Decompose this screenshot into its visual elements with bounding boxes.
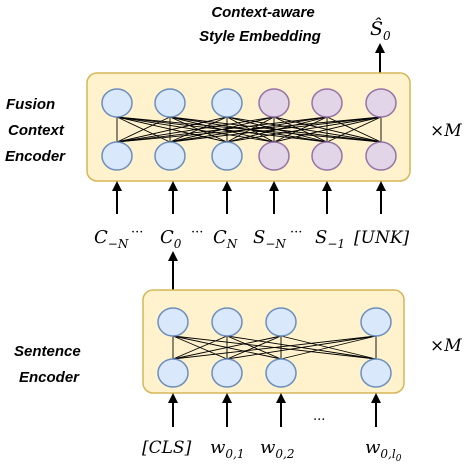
ellipsis-2: ···	[191, 225, 203, 240]
fusion-edge	[326, 116, 382, 143]
style-node-bottom	[365, 141, 397, 171]
fusion-edge	[116, 116, 228, 143]
sentence-encoder-box	[142, 289, 405, 394]
fusion-repeat-label: ×M	[430, 121, 462, 141]
fusion-edge	[273, 116, 382, 143]
sentence-edge	[172, 335, 228, 360]
context-node-bottom	[101, 141, 133, 171]
sentence-input-arrows	[168, 393, 381, 427]
style-node-bottom	[311, 141, 343, 171]
style-node-bottom	[258, 141, 290, 171]
input-c-minus-n: C−N	[94, 227, 129, 251]
input-cls: [CLS]	[142, 438, 192, 458]
fusion-attention-edges	[116, 116, 382, 143]
fusion-title-line1: Fusion	[6, 96, 55, 113]
style-node-top	[258, 88, 290, 118]
sentence-attention-edges	[172, 335, 377, 360]
ellipsis-4: ...	[313, 409, 325, 424]
sentence-edge	[172, 335, 282, 360]
sentence-edge	[172, 335, 377, 360]
context-node-top	[101, 88, 133, 118]
token-node-top	[360, 307, 392, 337]
fusion-edge	[273, 116, 328, 143]
fusion-edge	[226, 116, 382, 143]
token-node-top	[157, 307, 189, 337]
context-node-bottom	[154, 141, 186, 171]
input-w01: w0,1	[210, 437, 245, 461]
fusion-edge	[116, 116, 275, 143]
input-w0l0: w0,l0	[365, 437, 402, 464]
sentence-title-line2: Encoder	[19, 369, 80, 386]
input-c-zero: C0	[160, 227, 182, 251]
fusion-nodes	[101, 88, 397, 171]
fusion-title-line3: Encoder	[5, 148, 66, 165]
fusion-encoder-box	[86, 72, 411, 182]
style-node-top	[365, 88, 397, 118]
sentence-edge	[226, 335, 377, 360]
output-label-line1: Context-aware	[211, 4, 314, 21]
token-node-top	[211, 307, 243, 337]
token-node-bottom	[211, 358, 243, 388]
fusion-edge	[169, 116, 228, 143]
context-node-bottom	[211, 141, 243, 171]
fusion-edge	[116, 116, 382, 143]
fusion-edge	[169, 116, 382, 143]
input-c-n: CN	[213, 227, 238, 251]
fusion-input-arrows	[112, 181, 386, 214]
token-node-top	[265, 307, 297, 337]
token-node-bottom	[265, 358, 297, 388]
context-node-top	[154, 88, 186, 118]
style-node-top	[311, 88, 343, 118]
ellipsis-3: ···	[290, 225, 302, 240]
fusion-edge	[116, 116, 171, 143]
output-label-line2: Style Embedding	[199, 28, 321, 45]
fusion-edge	[116, 116, 328, 143]
input-unk: [UNK]	[354, 228, 410, 248]
fusion-title-line2: Context	[8, 122, 65, 139]
sentence-nodes	[157, 307, 392, 388]
input-w02: w0,2	[260, 437, 295, 461]
output-symbol: Ŝ0	[370, 17, 391, 43]
sentence-edge	[226, 335, 282, 360]
context-node-top	[211, 88, 243, 118]
token-node-bottom	[360, 358, 392, 388]
token-node-bottom	[157, 358, 189, 388]
sentence-title-line1: Sentence	[14, 343, 81, 360]
sentence-repeat-label: ×M	[430, 336, 462, 356]
sentence-edge	[280, 335, 377, 360]
ellipsis-1: ···	[131, 225, 143, 240]
input-s-minus-one: S−1	[315, 227, 345, 251]
input-s-minus-n: S−N	[253, 227, 286, 251]
